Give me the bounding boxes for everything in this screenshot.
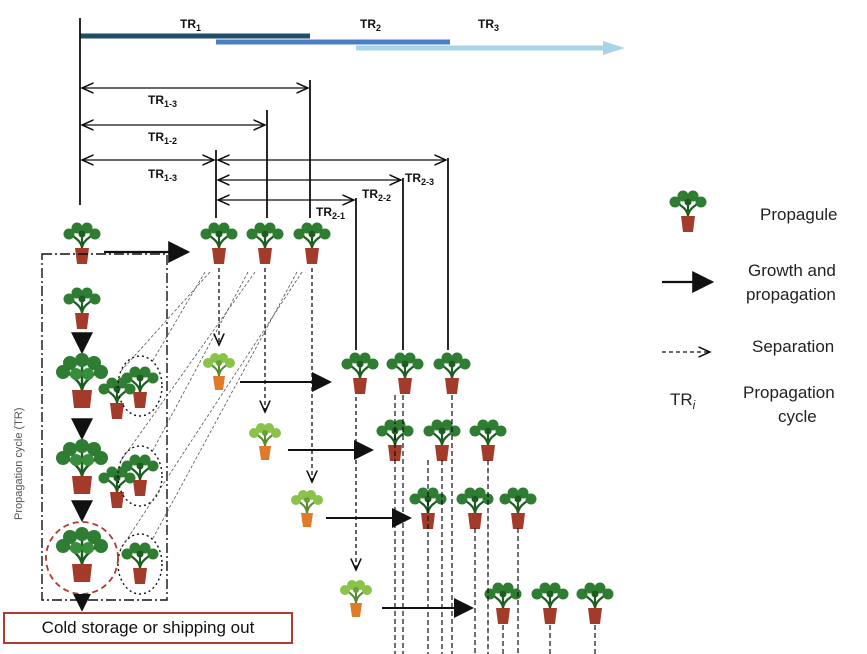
- propagule-icon: [62, 221, 102, 266]
- span-label-b: TR1-2: [148, 130, 177, 146]
- propagule-icon: [432, 351, 472, 396]
- propagule-icon: [530, 581, 570, 626]
- tr1-label: TR1: [180, 17, 201, 33]
- cutting-icon: [202, 352, 236, 391]
- legend-growth-line1: Growth and: [748, 261, 836, 280]
- propagation-cycle-label: Propagation cycle (TR): [13, 408, 25, 521]
- span-label-c: TR1-3: [148, 167, 177, 183]
- legend-cycle-line1: Propagation: [743, 383, 835, 402]
- cutting-icon: [248, 422, 282, 461]
- legend-propagule-label: Propagule: [760, 205, 838, 224]
- cold-storage-box: Cold storage or shipping out: [3, 612, 293, 644]
- tr3-arrowhead: [603, 41, 625, 55]
- separation-connectors: [119, 271, 303, 551]
- growth-arrows: [240, 372, 474, 618]
- mother-plant-icon: [54, 525, 110, 584]
- reference-lines: [79, 18, 449, 350]
- span-label-f: TR2-1: [316, 205, 345, 221]
- propagule-icon: [385, 351, 425, 396]
- propagule-icon: [245, 221, 285, 266]
- span-label-e: TR2-2: [362, 187, 391, 203]
- cutting-icon: [290, 489, 324, 528]
- propagation-cycle-box: [41, 253, 168, 601]
- legend-tri-symbol: TRi: [670, 390, 696, 412]
- offshoot-icon: [120, 541, 160, 586]
- propagule-icon: [199, 221, 239, 266]
- separation-arrows: [219, 268, 356, 570]
- timeline: TR1 TR2 TR3: [80, 17, 625, 55]
- cutting-icon: [339, 579, 373, 618]
- offshoot-icon: [97, 465, 137, 510]
- propagule-icon: [575, 581, 615, 626]
- legend-cycle-line2: cycle: [778, 407, 817, 426]
- drop-lines: [394, 395, 596, 654]
- propagule-icon: [483, 581, 523, 626]
- span-label-a: TR1-3: [148, 93, 177, 109]
- span-label-d: TR2-3: [405, 171, 434, 187]
- legend-separation-label: Separation: [752, 337, 834, 356]
- mother-plant-icon: [54, 437, 110, 496]
- span-arrows: [82, 88, 446, 200]
- cold-storage-circle: [45, 521, 119, 595]
- propagule-icon: [498, 486, 538, 531]
- tr3-label: TR3: [478, 17, 499, 33]
- propagule-icon: [292, 221, 332, 266]
- propagule-icon: [422, 418, 462, 463]
- propagule-icon: [340, 351, 380, 396]
- legend: Propagule Growth and propagation Separat…: [662, 189, 838, 426]
- tr2-label: TR2: [360, 17, 381, 33]
- mother-plant-icon: [54, 351, 110, 410]
- legend-propagule-icon: [668, 189, 708, 234]
- propagule-icon: [62, 286, 102, 331]
- propagule-icon: [468, 418, 508, 463]
- legend-growth-line2: propagation: [746, 285, 836, 304]
